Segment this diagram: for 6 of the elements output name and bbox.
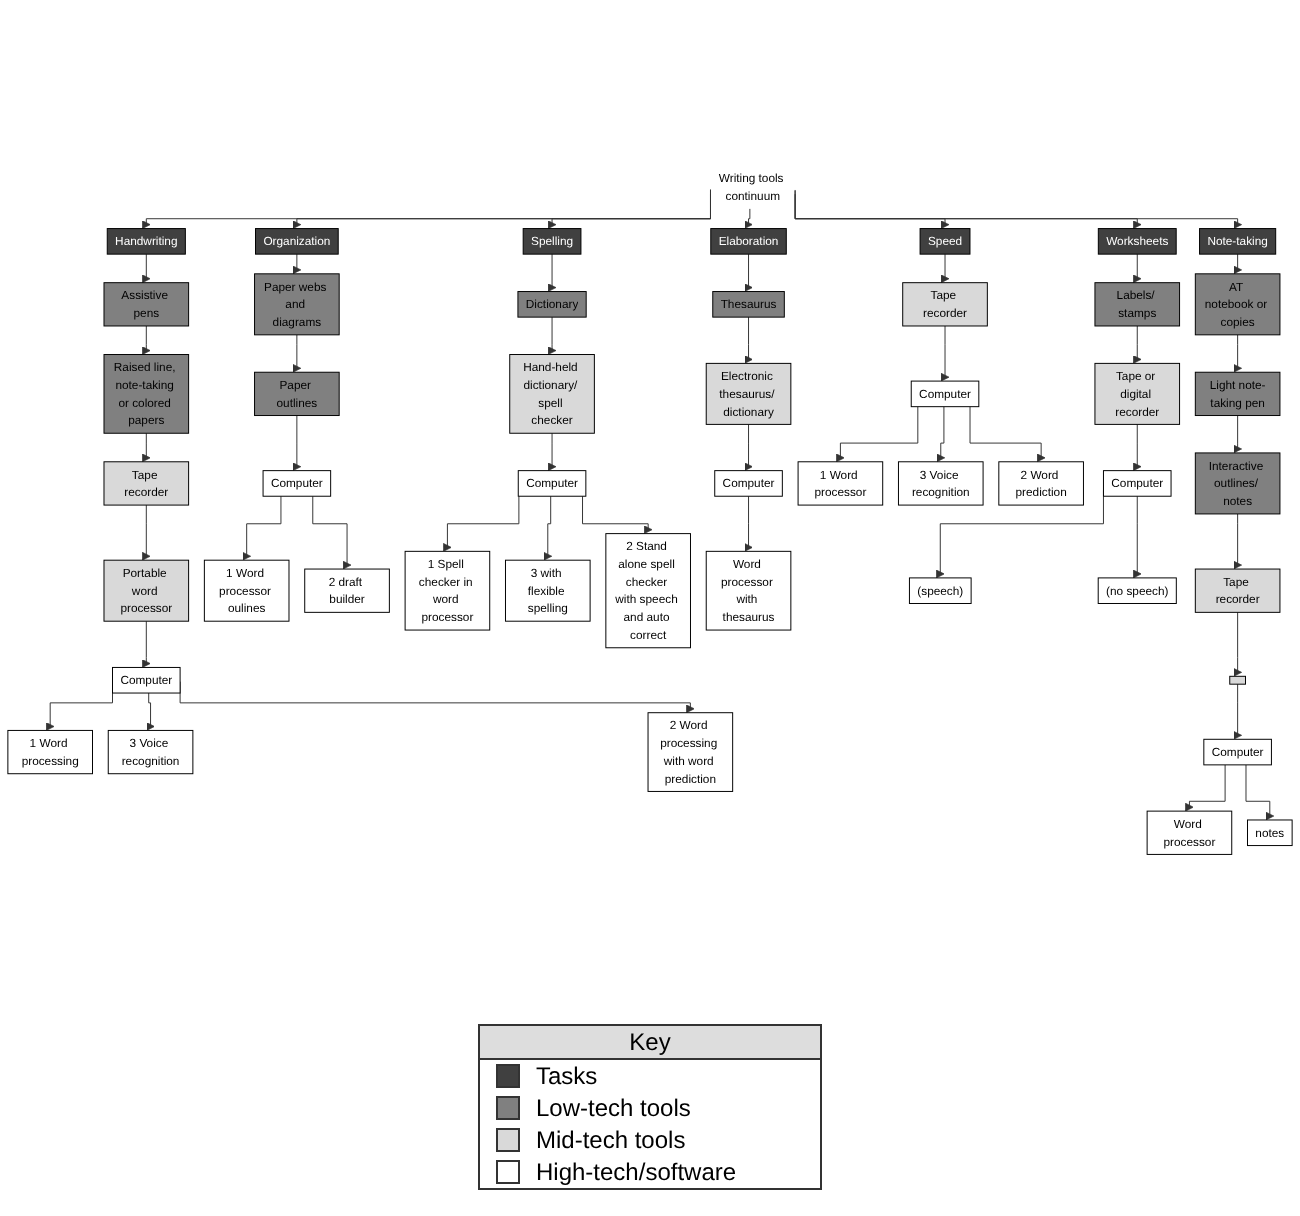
legend-label: Tasks <box>536 1062 598 1090</box>
node-box <box>1229 675 1246 685</box>
legend-label: High-tech/software <box>536 1158 737 1186</box>
legend-title: Key <box>480 1026 820 1060</box>
legend-label: Low-tech tools <box>536 1094 691 1122</box>
legend-label: Mid-tech tools <box>536 1126 686 1154</box>
